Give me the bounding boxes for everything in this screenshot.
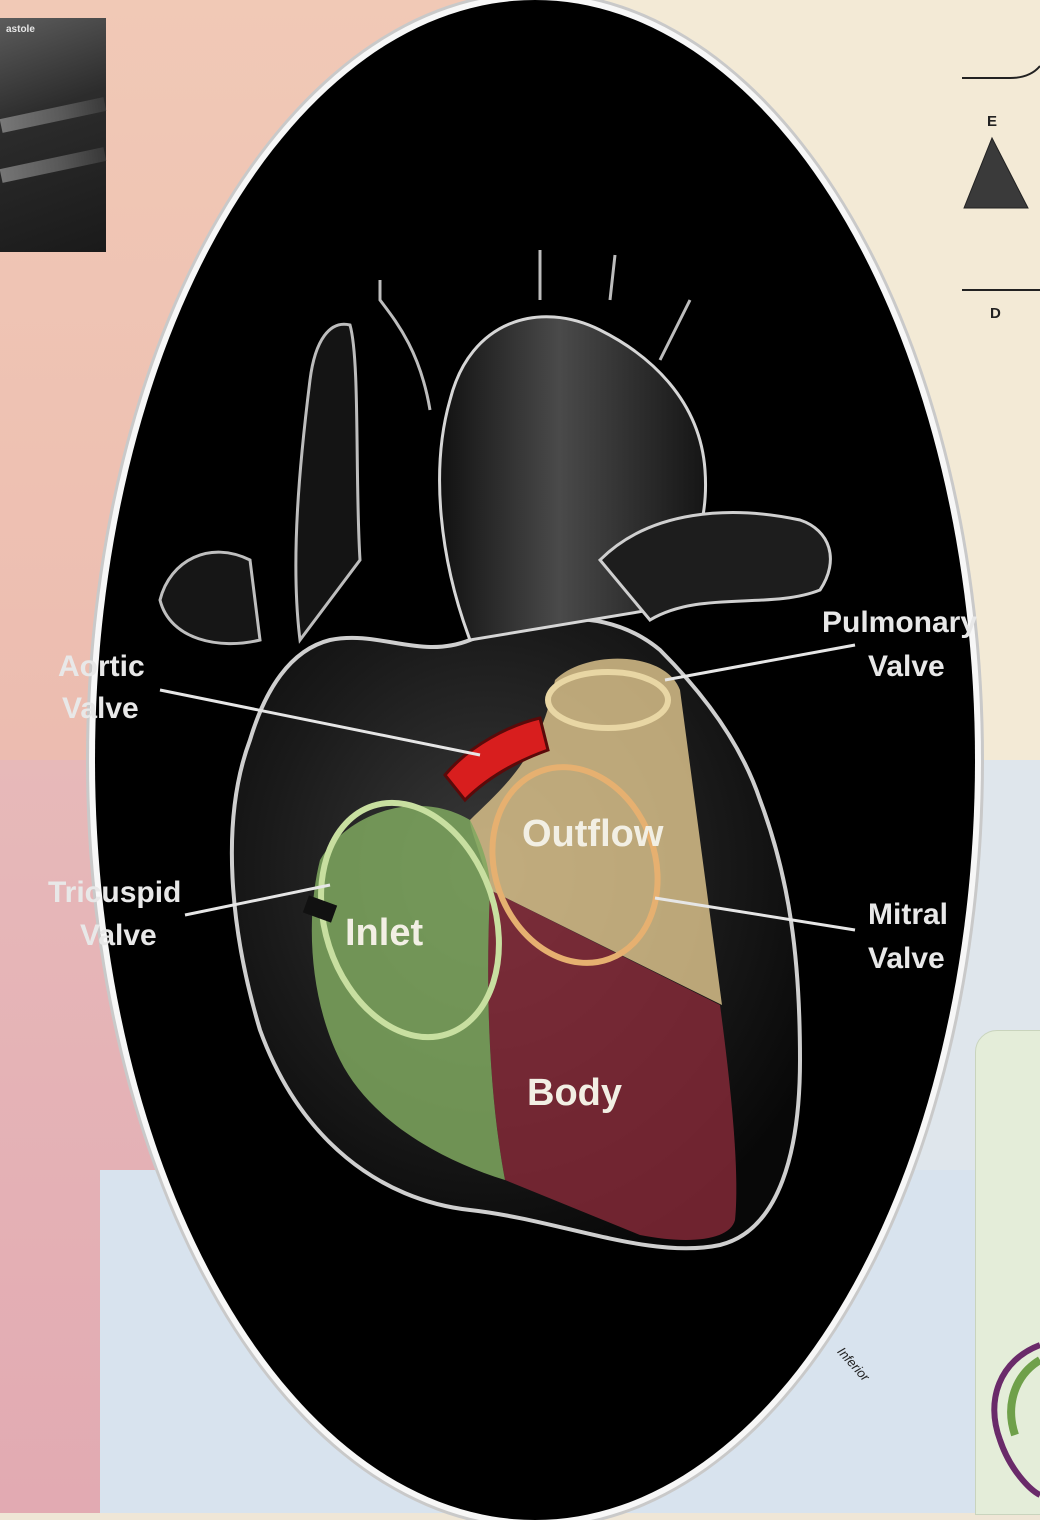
aortic-leader-line <box>159 688 481 757</box>
pulmonary-valve-label-line1: Pulmonary <box>822 606 977 639</box>
mitral-leader-line <box>654 896 856 932</box>
aortic-valve-label-line2: Valve <box>62 692 139 725</box>
pulmonary-valve-ring <box>545 669 671 731</box>
inferior-ring-fragment: Inferior <box>834 1342 1040 1498</box>
doppler-wave-label: E <box>987 113 997 130</box>
aortic-valve-label-line1: Aortic <box>58 650 145 683</box>
mitral-valve-label-line1: Mitral <box>868 898 948 931</box>
inferior-label: Inferior <box>834 1344 873 1385</box>
doppler-panel: E D <box>962 65 1040 322</box>
inlet-region-label: Inlet <box>345 912 423 954</box>
mitral-valve-ring <box>489 764 661 966</box>
tricuspid-leader-line <box>184 883 331 917</box>
right-green-panel <box>975 1030 1040 1515</box>
ventricle-regions <box>302 658 737 1240</box>
echo-thumbnail-label: astole <box>6 24 35 35</box>
leader-lines <box>159 643 856 932</box>
echo-thumbnail: astole <box>0 18 107 252</box>
doppler-letter-label: D <box>990 305 1001 322</box>
tricuspid-valve-label-line2: Valve <box>80 919 157 952</box>
inlet-region <box>311 805 505 1180</box>
mitral-valve-label-line2: Valve <box>868 942 945 975</box>
body-region-label: Body <box>527 1072 622 1114</box>
aortic-valve-marker <box>443 716 550 803</box>
pulmonary-valve-label-line2: Valve <box>868 650 945 683</box>
tricuspid-valve-marker <box>302 895 338 923</box>
pulmonary-leader-line <box>664 643 856 682</box>
tricuspid-valve-label-line1: Tricuspid <box>48 876 181 909</box>
body-region <box>488 890 737 1240</box>
tricuspid-valve-ring <box>318 799 502 1041</box>
outflow-region-label: Outflow <box>522 813 664 855</box>
